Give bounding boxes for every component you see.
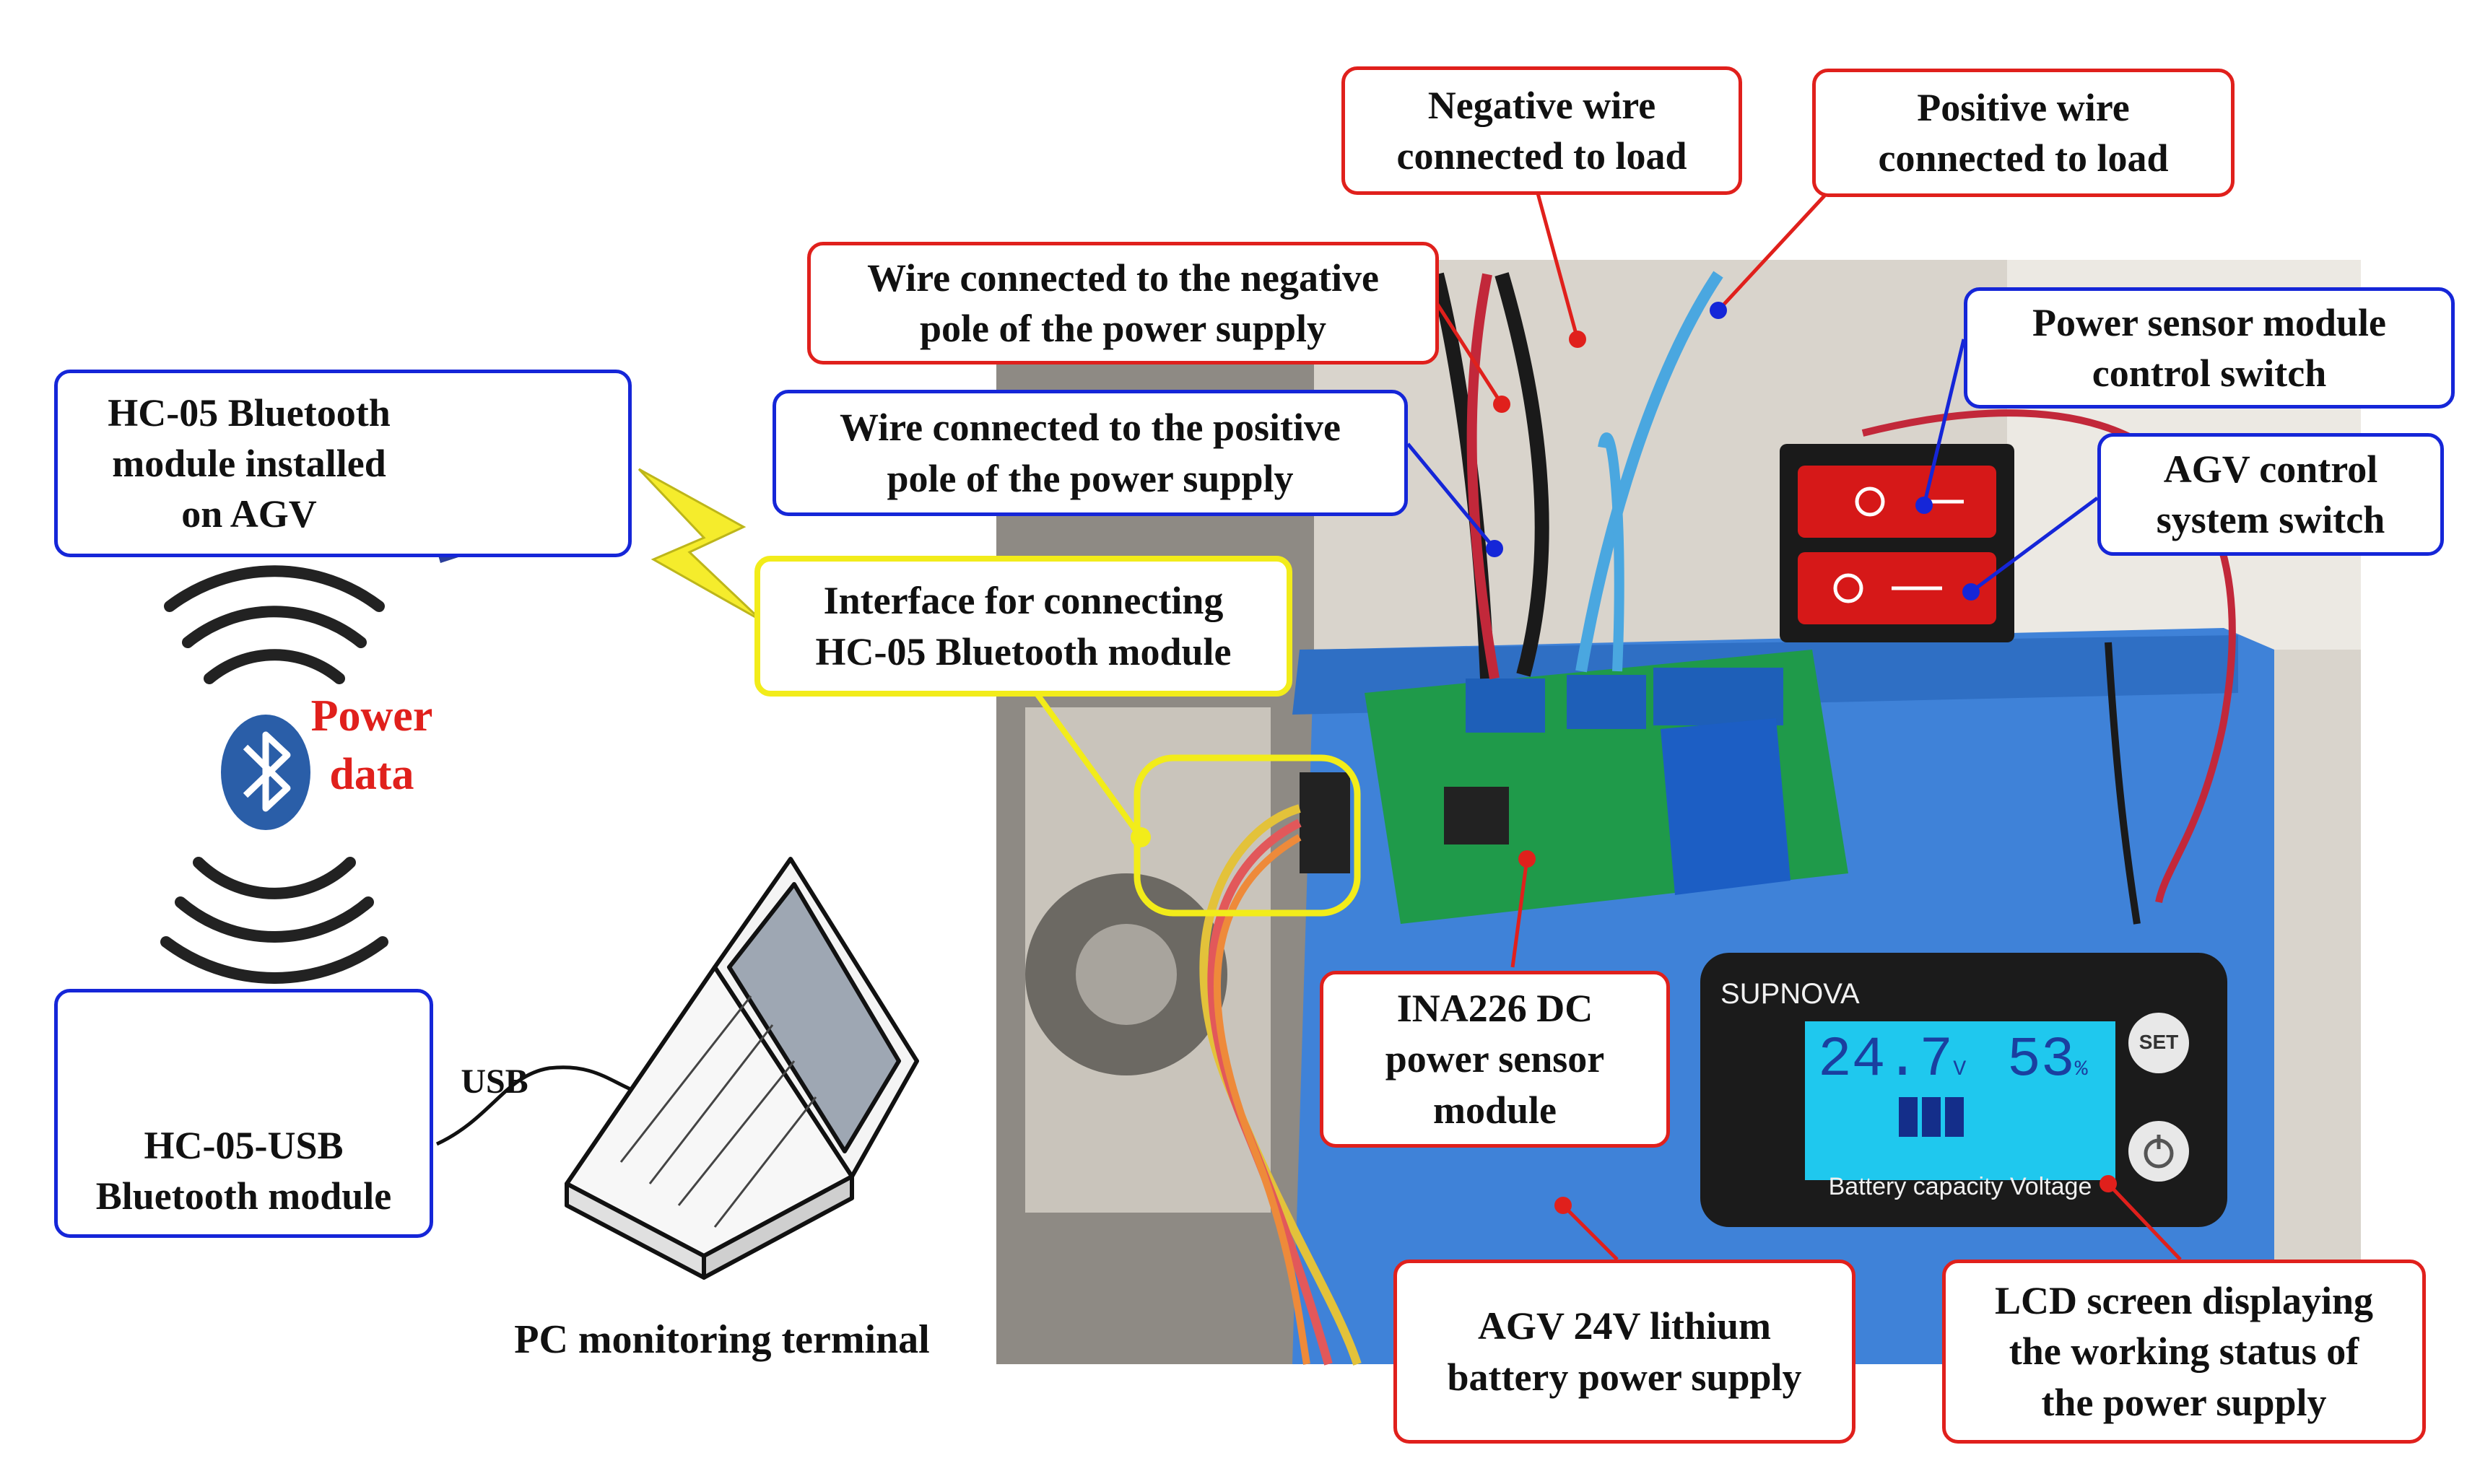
callout-positive-pole-wire: Wire connected to the positive pole of t… (773, 390, 1408, 516)
callout-ina226: INA226 DC power sensor module (1320, 971, 1670, 1148)
hc05-interface-highlight (1134, 754, 1361, 917)
leader-lcd (2107, 1182, 2182, 1261)
callout-battery: AGV 24V lithium battery power supply (1393, 1260, 1855, 1444)
lcd-voltage: 24.7V (1818, 1029, 1966, 1092)
callout-lcd: LCD screen displaying the working status… (1942, 1260, 2426, 1444)
callout-hc05-interface: Interface for connecting HC-05 Bluetooth… (754, 556, 1292, 697)
usb-cable (435, 1065, 665, 1146)
leader-positive-load (1717, 192, 1828, 312)
pc-terminal-label: PC monitoring terminal (514, 1317, 930, 1362)
laptop-icon (565, 857, 919, 1280)
relay (1661, 718, 1791, 895)
leader-positive-pole (1406, 442, 1496, 550)
power-data-label: Power data (310, 691, 433, 799)
leader-battery (1562, 1204, 1619, 1261)
lcd-percent-value: 53 (2007, 1029, 2075, 1092)
callout-negative-wire-load: Negative wire connected to load (1341, 66, 1742, 195)
pin-header (1300, 772, 1350, 873)
callout-positive-wire-load: Positive wire connected to load (1812, 69, 2235, 197)
sensor-rocker-switch (1798, 466, 1996, 538)
callout-sensor-switch: Power sensor module control switch (1964, 287, 2455, 409)
leader-negative-load (1536, 193, 1580, 340)
lcd-set-button: SET (2138, 1031, 2179, 1053)
hc05-usb-label: HC-05-USB Bluetooth module (95, 1123, 392, 1218)
lcd-caption: Battery capacity Voltage (1828, 1173, 2092, 1200)
leader-negative-pole (1435, 302, 1504, 406)
lcd-percent: 53% (2007, 1029, 2088, 1092)
bluetooth-signal-icon (160, 565, 388, 984)
callout-hc05-agv: HC-05 Bluetooth module installed on AGV (54, 370, 632, 557)
callout-agv-switch: AGV control system switch (2097, 433, 2444, 556)
hc05-agv-label: HC-05 Bluetooth module installed on AGV (108, 390, 391, 536)
lcd-percent-unit: % (2074, 1057, 2088, 1082)
leader-agv-switch (1970, 496, 2099, 594)
lcd-voltage-unit: V (1953, 1057, 1967, 1082)
callout-negative-pole-wire: Wire connected to the negative pole of t… (807, 242, 1439, 365)
laptop-keyboard (619, 995, 817, 1228)
usb-label: USB (461, 1062, 528, 1101)
leader-ina226 (1510, 858, 1529, 968)
lcd-voltage-value: 24.7 (1818, 1029, 1954, 1092)
leader-sensor-switch (1922, 339, 1966, 506)
lcd-brand: SUPNOVA (1720, 978, 1860, 1010)
callout-hc05-usb: HC-05-USB Bluetooth module (54, 989, 433, 1238)
